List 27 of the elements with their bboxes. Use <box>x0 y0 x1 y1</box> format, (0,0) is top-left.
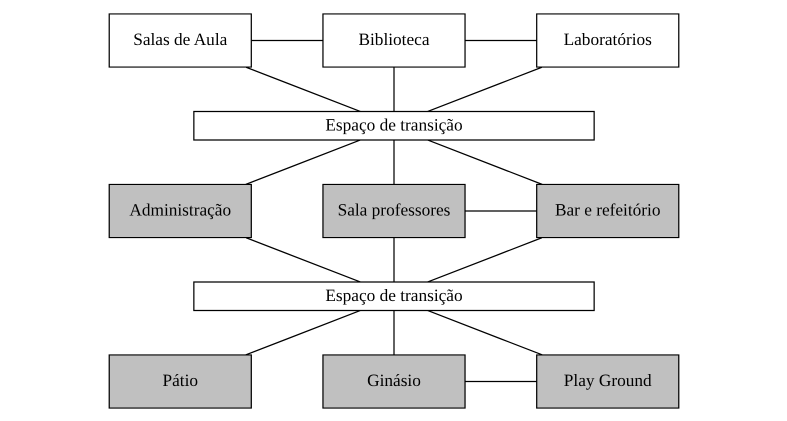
connector <box>245 310 360 355</box>
node-box: Biblioteca <box>322 12 466 68</box>
node-box: Laboratórios <box>536 12 679 68</box>
node-box: Pátio <box>108 354 252 408</box>
connector <box>245 66 360 112</box>
connector <box>245 236 360 282</box>
connector <box>245 139 360 184</box>
connector <box>251 39 322 41</box>
connector <box>392 237 394 282</box>
node-box: Administração <box>108 183 252 238</box>
connector <box>464 380 536 382</box>
connector <box>464 39 536 41</box>
connector <box>427 310 542 355</box>
connector <box>427 139 542 184</box>
node-box: Play Ground <box>536 354 679 408</box>
connector <box>392 310 394 354</box>
node-box: Espaço de transição <box>192 280 594 311</box>
connector <box>427 66 542 112</box>
node-box: Espaço de transição <box>192 110 594 140</box>
connector <box>464 210 536 212</box>
node-box: Ginásio <box>322 354 466 408</box>
node-box: Bar e refeitório <box>536 183 679 238</box>
connector <box>427 236 542 282</box>
node-box: Sala professores <box>322 183 466 238</box>
connector <box>392 140 394 184</box>
node-box: Salas de Aula <box>108 12 252 68</box>
connector <box>392 66 394 112</box>
